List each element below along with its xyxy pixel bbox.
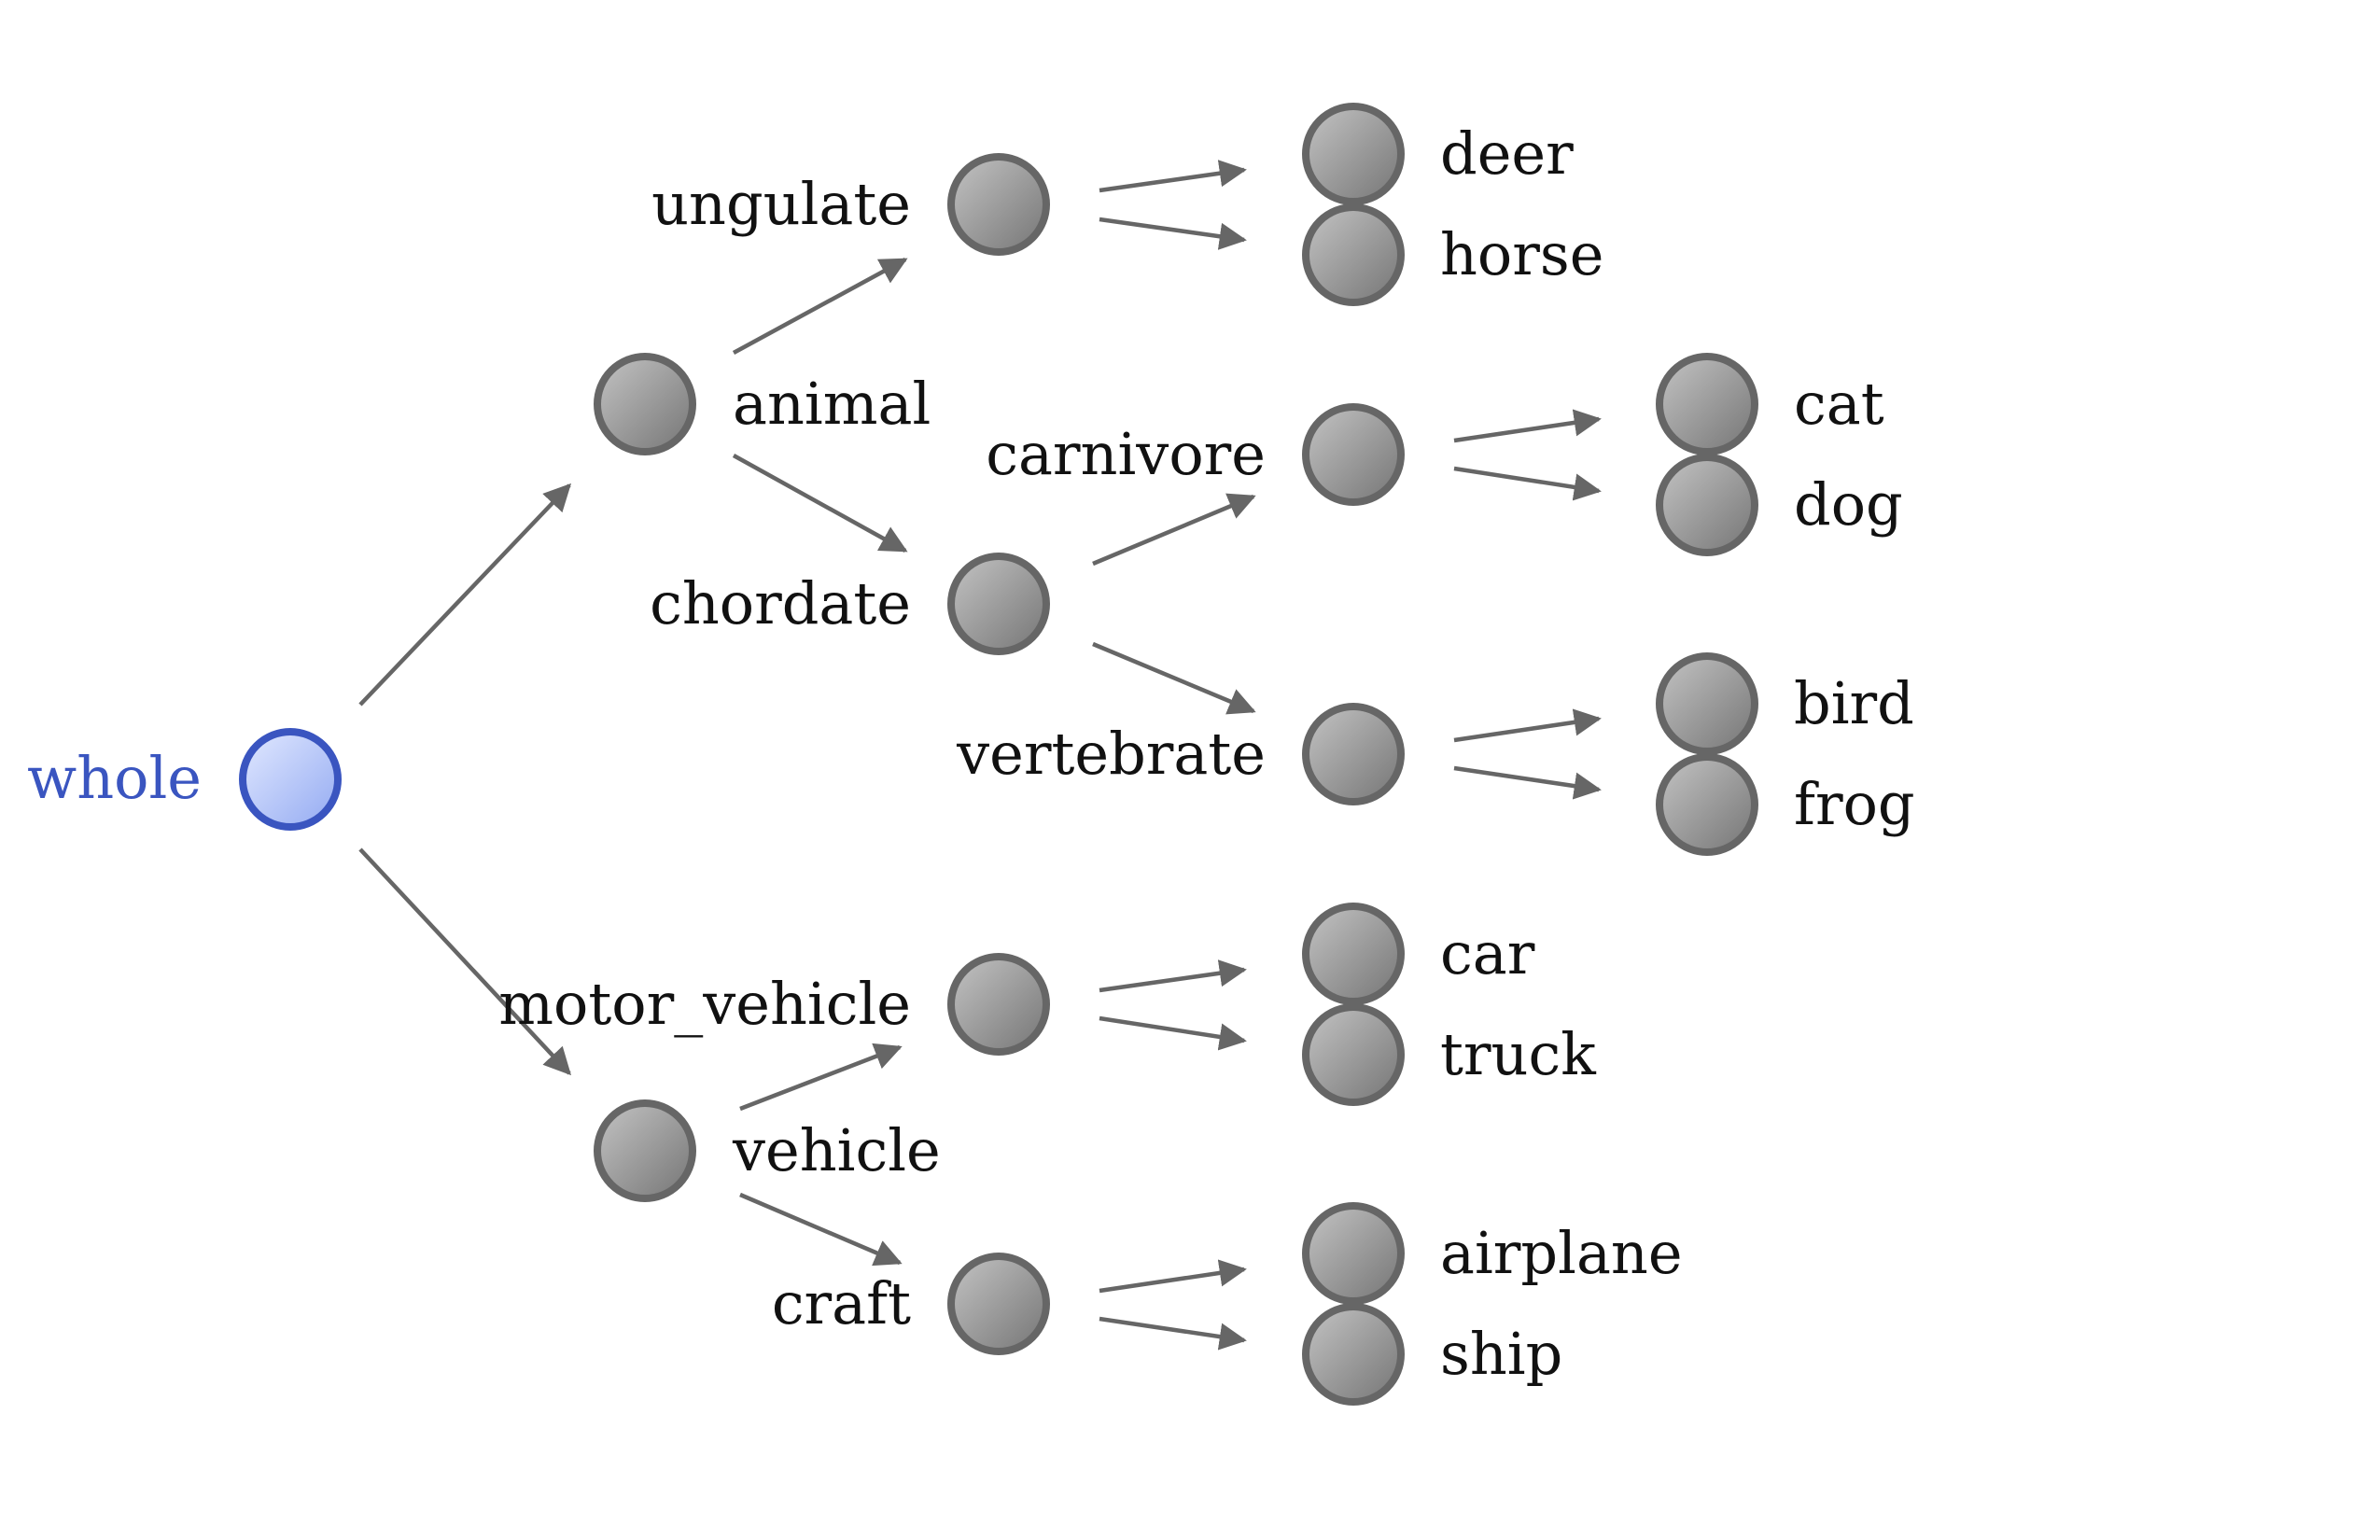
node-vehicle-label: vehicle	[732, 1116, 941, 1184]
node-car-label: car	[1440, 919, 1535, 987]
edge-motor-vehicle-car	[1099, 959, 1247, 993]
node-horse-circle	[1302, 203, 1405, 306]
node-bird-circle	[1656, 652, 1758, 755]
edges-group	[358, 160, 1602, 1351]
node-cat-circle	[1656, 353, 1758, 455]
edge-ungulate-horse	[1099, 217, 1247, 250]
nodes-group: whole animal vehicle ungulate chordate m…	[27, 103, 1915, 1406]
edge-chordate-carnivore	[1092, 493, 1256, 567]
node-vertebrate-circle	[1302, 703, 1405, 805]
edge-whole-vehicle	[358, 847, 571, 1076]
node-car-circle	[1302, 903, 1405, 1005]
node-ship-label: ship	[1440, 1320, 1562, 1388]
node-bird-label: bird	[1794, 669, 1914, 737]
edge-vertebrate-frog	[1453, 765, 1602, 800]
node-vertebrate-label: vertebrate	[956, 720, 1266, 788]
node-whole-label: whole	[27, 744, 202, 812]
node-horse-label: horse	[1440, 220, 1603, 288]
edge-carnivore-cat	[1453, 409, 1602, 443]
node-deer-circle	[1302, 103, 1405, 205]
node-deer-label: deer	[1440, 119, 1574, 188]
node-chordate-label: chordate	[650, 569, 911, 637]
edge-motor-vehicle-truck	[1099, 1015, 1247, 1051]
node-carnivore-label: carnivore	[986, 420, 1266, 488]
node-whole-circle	[239, 728, 342, 831]
edge-carnivore-dog	[1453, 466, 1602, 501]
node-dog-circle	[1656, 454, 1758, 556]
node-animal-circle	[594, 353, 696, 455]
node-animal-label: animal	[733, 370, 931, 438]
node-carnivore-circle	[1302, 403, 1405, 506]
node-craft-circle	[947, 1253, 1050, 1355]
edge-animal-ungulate	[732, 258, 908, 355]
node-ship-circle	[1302, 1303, 1405, 1406]
edge-craft-ship	[1099, 1316, 1247, 1351]
node-dog-label: dog	[1794, 470, 1903, 539]
edge-animal-chordate	[732, 454, 908, 553]
node-ungulate-label: ungulate	[651, 170, 911, 238]
node-motor-vehicle-circle	[947, 953, 1050, 1056]
node-frog-circle	[1656, 753, 1758, 856]
node-chordate-circle	[947, 553, 1050, 655]
node-frog-label: frog	[1794, 770, 1915, 838]
edge-craft-airplane	[1099, 1259, 1247, 1294]
edge-vertebrate-bird	[1453, 708, 1602, 743]
node-truck-label: truck	[1440, 1020, 1596, 1088]
node-craft-label: craft	[772, 1269, 911, 1337]
edge-vehicle-motor-vehicle	[739, 1043, 903, 1112]
edge-whole-animal	[358, 483, 572, 707]
node-airplane-circle	[1302, 1202, 1405, 1305]
edge-ungulate-deer	[1099, 160, 1247, 193]
node-cat-label: cat	[1794, 370, 1884, 438]
node-airplane-label: airplane	[1440, 1219, 1683, 1287]
edge-vehicle-craft	[739, 1192, 903, 1267]
node-truck-circle	[1302, 1003, 1405, 1106]
node-motor-vehicle-label: motor_vehicle	[498, 970, 911, 1038]
edge-chordate-vertebrate	[1092, 641, 1256, 715]
node-ungulate-circle	[947, 153, 1050, 256]
node-vehicle-circle	[594, 1099, 696, 1202]
